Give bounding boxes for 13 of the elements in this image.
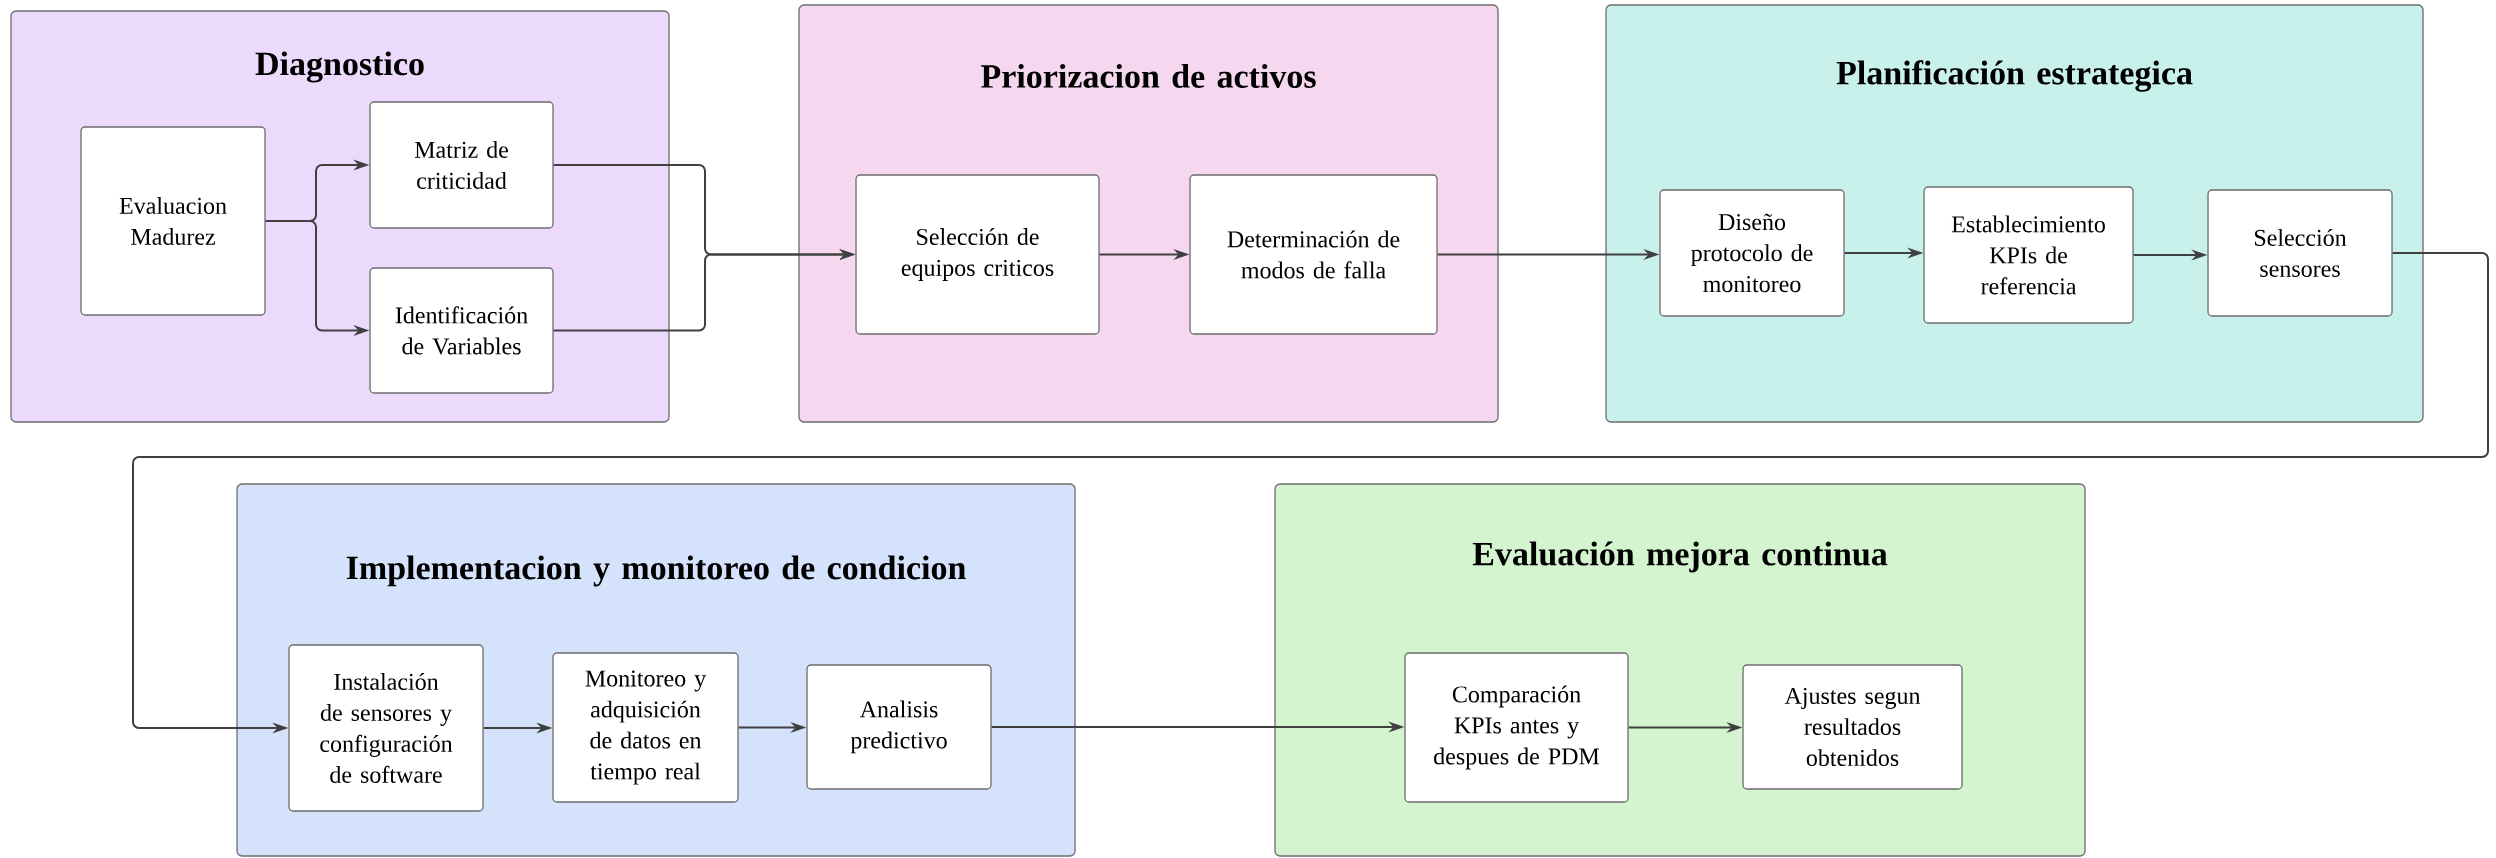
process-box: Evaluacion Madurez [80, 126, 266, 316]
process-box: Comparación KPIs antes y despues de PDM [1404, 652, 1629, 803]
process-box: Ajustes segun resultados obtenidos [1742, 664, 1963, 790]
process-box: Matriz de criticidad [369, 101, 554, 229]
process-box: Analisis predictivo [806, 664, 992, 790]
process-box: Determinación de modos de falla [1189, 174, 1438, 335]
process-box: Monitoreo y adquisición de datos en tiempo real [552, 652, 739, 803]
process-box: Identificación de Variables [369, 267, 554, 394]
process-box: Instalación de sensores y configuración de software [288, 644, 484, 812]
process-box: Selección de equipos criticos [855, 174, 1100, 335]
process-box: Selección sensores [2207, 189, 2393, 317]
process-box: Diseño protocolo de monitoreo [1659, 189, 1845, 317]
process-box: Establecimiento KPIs de referencia [1923, 186, 2134, 324]
